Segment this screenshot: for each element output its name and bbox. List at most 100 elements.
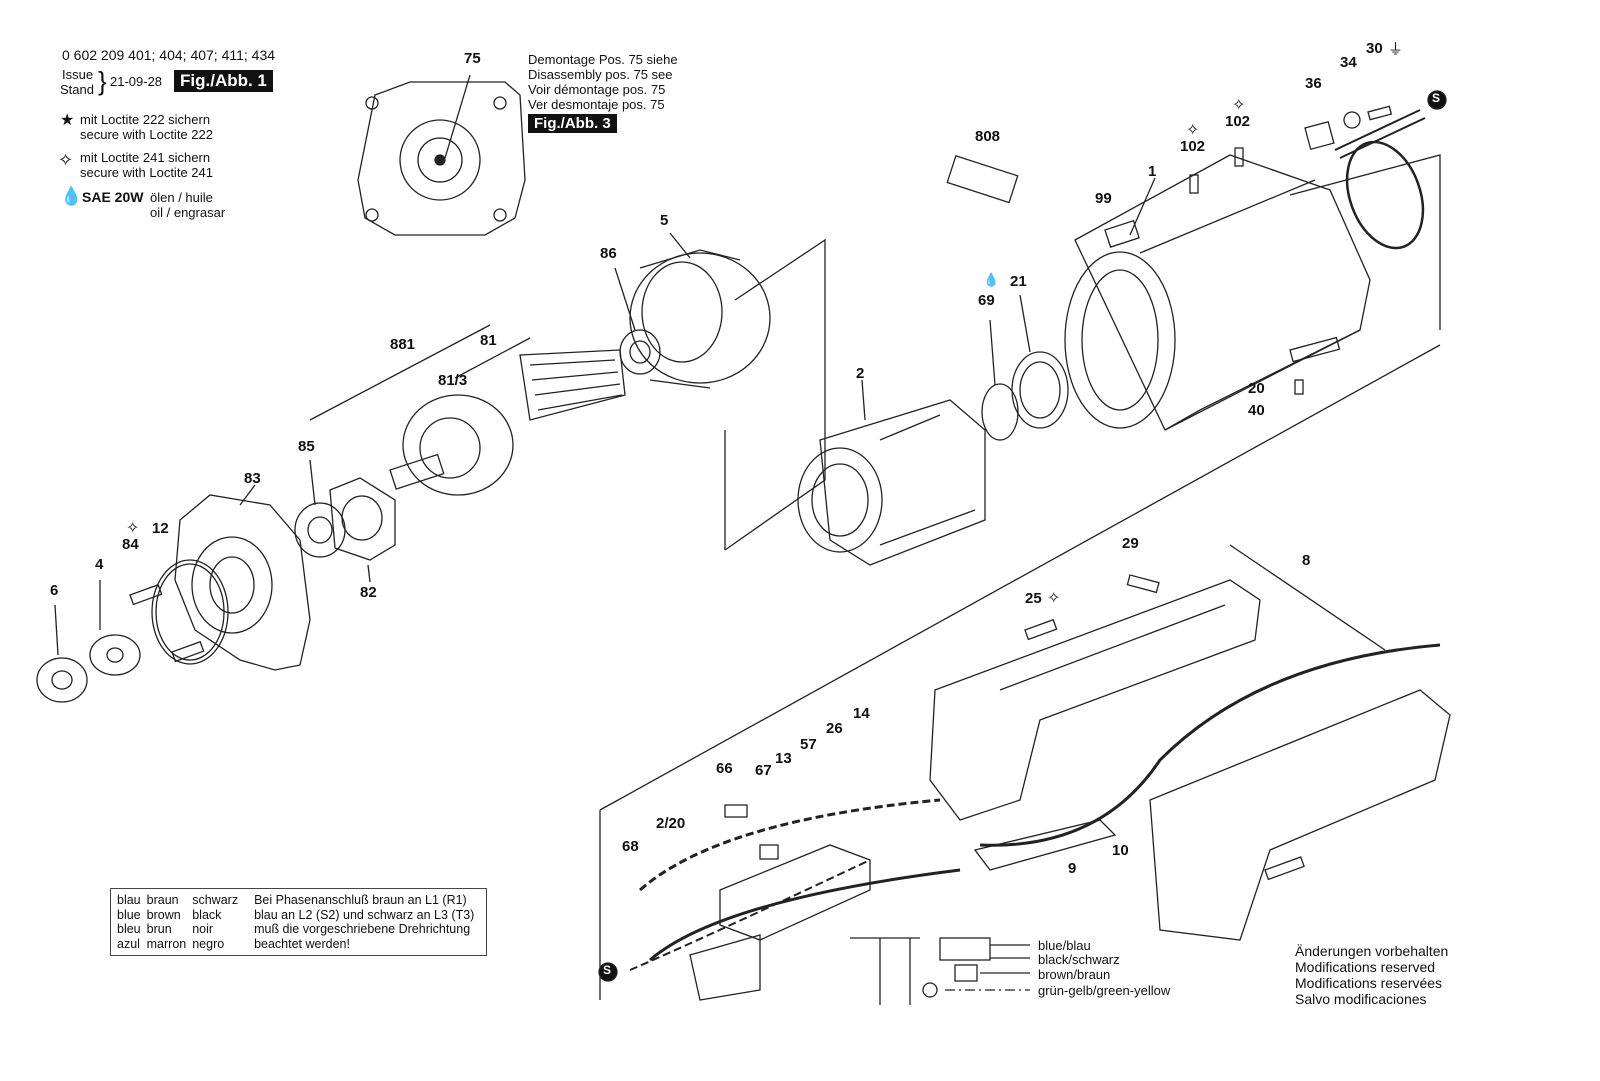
outline-star-icon-102a: ✧ (1186, 122, 1200, 139)
loctite-222-en: secure with Loctite 222 (80, 127, 213, 142)
part-label-67: 67 (755, 762, 772, 779)
part-9-cable-sleeve (973, 819, 1117, 871)
s-marker-top-circle (1427, 90, 1447, 110)
color-cell: blau (117, 893, 141, 907)
wire-color-table: blau braun schwarz Bei Phasenanschluß br… (110, 888, 488, 956)
part-label-8: 8 (1302, 552, 1311, 569)
fig-badge-3: Fig./Abb. 3 (528, 114, 617, 133)
part-1-motor-housing (1064, 154, 1371, 431)
oil-text-2: oil / engrasar (150, 205, 226, 220)
part-4-hub (89, 580, 141, 676)
part-label-12: 12 (152, 520, 169, 537)
outline-star-icon: ✧ (58, 150, 74, 170)
part-69-o-ring (981, 319, 1019, 441)
loctite-241-de: mit Loctite 241 sichern (80, 150, 211, 165)
switch-assembly (629, 798, 961, 1001)
part-label-81-3: 81/3 (438, 372, 468, 389)
part-25-screw (1024, 618, 1058, 641)
color-cell: blue (117, 907, 141, 922)
color-cell: negro (192, 936, 225, 951)
part-84-screws (129, 583, 205, 663)
part-label-26: 26 (826, 720, 843, 737)
part-label-5: 5 (660, 212, 669, 229)
issue-date: 21-09-28 (110, 74, 163, 89)
part-label-6: 6 (50, 582, 59, 599)
color-cell: noir (192, 922, 214, 936)
part-label-83: 83 (244, 470, 261, 487)
part-label-57: 57 (800, 736, 817, 753)
stand-label: Stand (60, 82, 94, 97)
part-40-screw (1294, 379, 1304, 395)
housing-bracket (1289, 154, 1441, 330)
issue-brace: } (98, 66, 107, 96)
part-label-20: 20 (1248, 380, 1265, 397)
color-cell: azul (117, 936, 140, 951)
oil-drop-icon-69: 💧 (983, 272, 1000, 287)
part-6-nut (36, 604, 88, 703)
bottom-handle-screw (1264, 856, 1305, 881)
part-21-ring (1011, 294, 1069, 429)
oil-text-1: ölen / huile (150, 190, 213, 205)
phase-note: Bei Phasenanschluß braun an L1 (R1) (254, 893, 467, 907)
part-label-81: 81 (480, 332, 497, 349)
part-10-cable (979, 643, 1441, 847)
part-label-2-20: 2/20 (656, 815, 686, 832)
color-cell: bleu (117, 922, 141, 936)
part-label-66: 66 (716, 760, 733, 777)
color-cell: schwarz (192, 893, 239, 907)
part-83-flange (174, 484, 311, 671)
fig-badge-1: Fig./Abb. 1 (174, 70, 273, 92)
part-label-86: 86 (600, 245, 617, 262)
part-label-102a: 102 (1180, 138, 1206, 155)
part-label-9: 9 (1068, 860, 1077, 877)
part-label-34: 34 (1340, 54, 1357, 71)
part-2-stator (797, 379, 986, 566)
s-marker-bottom-circle (598, 962, 618, 982)
part-75-end-cap (357, 74, 526, 236)
part-label-25: 25 (1025, 590, 1042, 607)
color-cell: braun (146, 893, 179, 907)
outline-star-icon-25: ✧ (1047, 590, 1061, 607)
part-86-bearing (614, 267, 661, 375)
part-label-40: 40 (1248, 402, 1265, 419)
part-label-4: 4 (95, 556, 104, 573)
wiring-schematic (850, 937, 1030, 1005)
part-30-screw (1367, 105, 1393, 121)
part-label-21: 21 (1010, 273, 1027, 290)
phase-note: blau an L2 (S2) und schwarz an L3 (T3) (254, 907, 475, 922)
outline-star-icon-84: ✧ (126, 520, 140, 537)
part-label-808: 808 (975, 128, 1001, 145)
part-8-handle-bottom (1149, 689, 1451, 941)
part-36-clamp (1304, 120, 1335, 151)
part-label-75: 75 (464, 50, 481, 67)
top-cable-loop (1334, 109, 1426, 250)
phase-note: muß die vorgeschriebene Drehrichtung (254, 922, 471, 936)
part-label-30: 30 (1366, 40, 1383, 57)
part-label-10: 10 (1112, 842, 1129, 859)
issue-label: Issue (62, 67, 94, 82)
part-label-13: 13 (775, 750, 792, 767)
part-label-69: 69 (978, 292, 995, 309)
loctite-222-de: mit Loctite 222 sichern (80, 112, 211, 127)
modifications-de: Änderungen vorbehalten (1295, 943, 1449, 959)
part-8-handle-top (929, 579, 1261, 821)
part-label-36: 36 (1305, 75, 1322, 92)
oil-drop-icon: 💧 (60, 186, 83, 206)
part-label-29: 29 (1122, 535, 1139, 552)
disassembly-line-1: Demontage Pos. 75 siehe (528, 52, 678, 67)
oil-label: SAE 20W (82, 189, 144, 205)
part-81-armature (309, 324, 626, 496)
part-102-screws (1189, 147, 1244, 194)
disassembly-line-4: Ver desmontaje pos. 75 (528, 97, 665, 112)
disassembly-line-2: Disassembly pos. 75 see (528, 67, 673, 82)
phase-note: beachtet werden! (254, 936, 350, 951)
disassembly-line-3: Voir démontage pos. 75 (528, 82, 666, 97)
part-5-housing-ring (629, 232, 771, 389)
part-label-1: 1 (1148, 163, 1157, 180)
part-34-washer (1343, 111, 1361, 129)
wire-label-black: black/schwarz (1038, 952, 1120, 967)
s-marker-top: S (1432, 91, 1441, 105)
color-cell: brown (146, 907, 181, 922)
modifications-es: Salvo modificaciones (1295, 991, 1427, 1007)
